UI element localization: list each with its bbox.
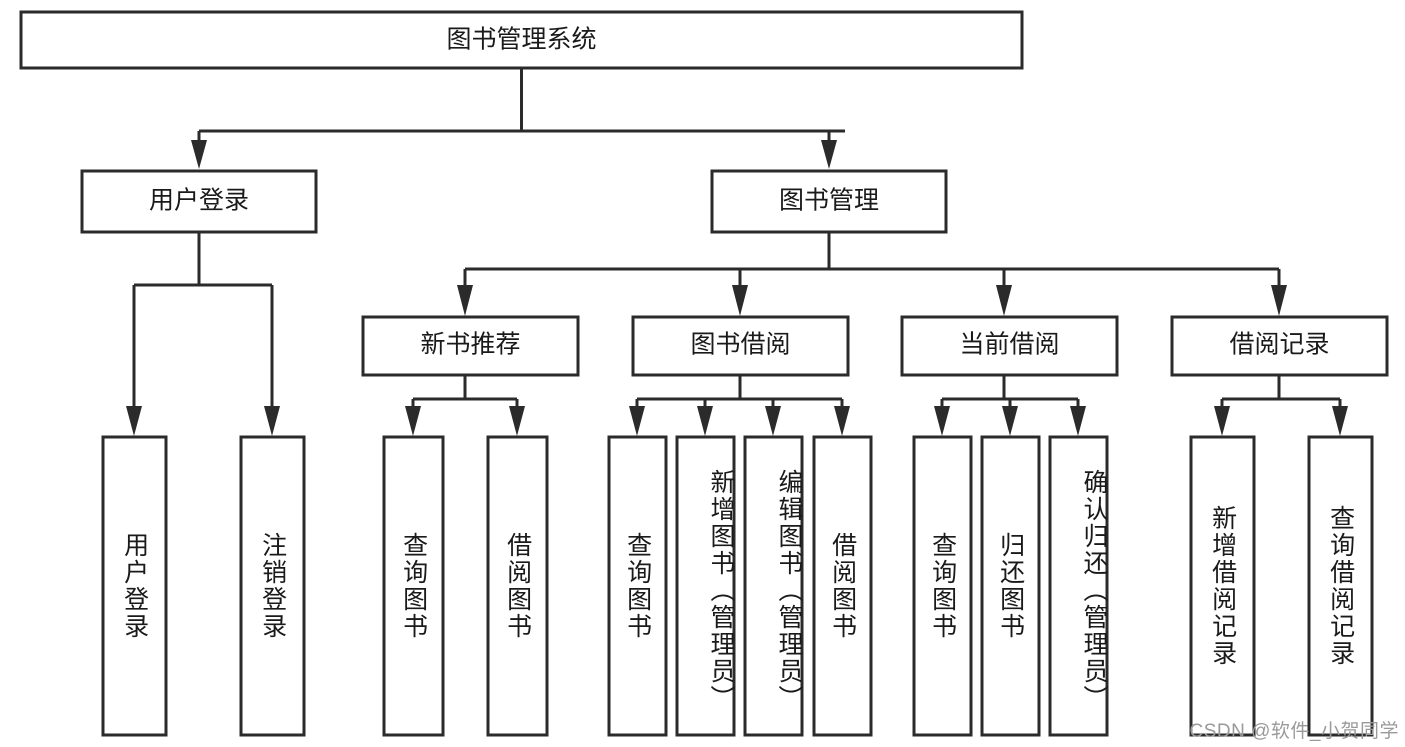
node-leaf-add-record-box[interactable] xyxy=(1189,435,1256,737)
arrow-head-user-login xyxy=(191,140,207,169)
node-current-borrow-box[interactable] xyxy=(900,315,1119,377)
arrow-head-leaf-query-record xyxy=(1332,406,1348,436)
node-book-manage-box[interactable] xyxy=(710,169,948,234)
arrow-head-leaf-add-record xyxy=(1214,406,1230,436)
node-borrow-record-label: 借阅记录 xyxy=(1229,331,1329,359)
arrow-head-book-borrow xyxy=(732,285,748,316)
arrow-head-leaf-user-logout xyxy=(264,406,280,436)
node-leaf-query-record-box[interactable] xyxy=(1307,435,1374,737)
arrow-head-current-borrow xyxy=(996,285,1012,316)
node-borrow-record[interactable]: 借阅记录 xyxy=(1170,315,1389,377)
arrow-head-leaf-query-book-1 xyxy=(405,406,421,436)
node-root[interactable]: 图书管理系统 xyxy=(19,10,1024,70)
node-leaf-query-book-2-box[interactable] xyxy=(607,435,668,737)
node-current-borrow[interactable]: 当前借阅 xyxy=(900,315,1119,377)
node-user-login-label: 用户登录 xyxy=(149,187,249,215)
node-book-borrow-label: 图书借阅 xyxy=(690,331,790,359)
node-leaf-return-book-box[interactable] xyxy=(980,435,1041,737)
node-new-book-rec-label: 新书推荐 xyxy=(420,331,520,359)
node-root-label: 图书管理系统 xyxy=(446,26,596,54)
arrow-head-book-manage xyxy=(821,140,837,169)
arrow-head-leaf-borrow-book-1 xyxy=(509,406,525,436)
arrow-head-leaf-user-login xyxy=(126,406,142,436)
arrow-head-leaf-add-book xyxy=(697,406,713,436)
arrow-head-leaf-query-book-3 xyxy=(934,406,950,436)
node-new-book-rec[interactable]: 新书推荐 xyxy=(361,315,580,377)
csdn-watermark: CSDN @软件_小贺同学 xyxy=(1189,721,1399,742)
arrow-head-new-book-rec xyxy=(457,285,473,316)
arrow-head-leaf-borrow-book-2 xyxy=(834,406,850,436)
arrow-head-leaf-return-book xyxy=(1002,406,1018,436)
node-leaf-user-login-box[interactable] xyxy=(101,435,168,737)
node-leaf-confirm-return-box[interactable] xyxy=(1048,435,1109,737)
node-current-borrow-label: 当前借阅 xyxy=(959,331,1059,359)
node-leaf-user-logout-box[interactable] xyxy=(239,435,306,737)
node-leaf-query-book-1-box[interactable] xyxy=(382,435,445,737)
leaf-boxes xyxy=(101,435,1374,737)
node-leaf-edit-book-box[interactable] xyxy=(743,435,804,737)
connectors xyxy=(126,69,1348,436)
node-borrow-record-box[interactable] xyxy=(1170,315,1389,377)
node-user-login-box[interactable] xyxy=(80,169,318,234)
node-new-book-rec-box[interactable] xyxy=(361,315,580,377)
node-leaf-borrow-book-1-box[interactable] xyxy=(486,435,549,737)
node-leaf-borrow-book-2-box[interactable] xyxy=(812,435,873,737)
node-leaf-query-book-3-box[interactable] xyxy=(912,435,973,737)
node-root-box[interactable] xyxy=(19,10,1024,70)
node-book-borrow-box[interactable] xyxy=(631,315,850,377)
arrow-head-leaf-edit-book xyxy=(765,406,781,436)
node-leaf-add-book-box[interactable] xyxy=(675,435,736,737)
node-user-login[interactable]: 用户登录 xyxy=(80,169,318,234)
arrow-head-borrow-record xyxy=(1271,285,1287,316)
arrow-head-leaf-query-book-2 xyxy=(629,406,645,436)
arrow-head-leaf-confirm-return xyxy=(1070,406,1086,436)
node-book-manage-label: 图书管理 xyxy=(779,187,879,215)
node-book-borrow[interactable]: 图书借阅 xyxy=(631,315,850,377)
node-book-manage[interactable]: 图书管理 xyxy=(710,169,948,234)
